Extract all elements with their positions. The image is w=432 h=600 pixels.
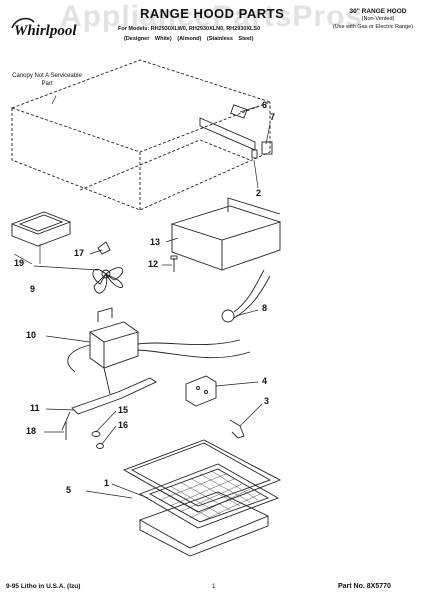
color-label-almond: (Almond) <box>177 36 202 42</box>
color-label-stainless: (Stainless Steel) <box>206 36 254 42</box>
part-label-17: 17 <box>74 248 85 258</box>
brand-name: Whirlpool <box>14 23 77 39</box>
leader-lines <box>13 95 271 499</box>
nut <box>96 443 104 449</box>
part-label-1: 1 <box>104 478 110 488</box>
logo-swirl-icon: Whirlpool <box>11 17 77 39</box>
part-label-15: 15 <box>118 405 129 415</box>
part-label-5: 5 <box>66 485 72 495</box>
canopy-note: Canopy Not A Serviceable Part <box>12 73 82 87</box>
color-variants: (Designer White) (Almond) (Stainless Ste… <box>124 36 253 42</box>
clip <box>229 419 245 439</box>
part-label-12: 12 <box>148 259 159 269</box>
light-housing <box>170 197 282 271</box>
light-switch <box>185 375 217 407</box>
switch-bracket <box>199 104 273 159</box>
part-number: Part No. 8X5770 <box>338 583 391 590</box>
part-label-3: 3 <box>264 396 270 406</box>
part-label-8: 8 <box>262 303 268 313</box>
part-label-10: 10 <box>26 330 37 340</box>
part-label-9: 9 <box>30 284 36 294</box>
fan-blade <box>92 241 124 294</box>
washer <box>91 431 101 437</box>
part-label-11: 11 <box>30 403 40 413</box>
model-list: For Models: RH2930XLW0, RH2930XLN0, RH29… <box>118 26 261 32</box>
page-number: 1 <box>212 583 216 590</box>
part-label-2: 2 <box>256 188 262 198</box>
screw <box>170 255 178 272</box>
part-label-19: 19 <box>14 258 25 268</box>
color-label-white: (Designer White) <box>124 36 172 42</box>
litho-note: 9-95 Litho in U.S.A. (Izu) <box>6 583 81 590</box>
part-label-6: 6 <box>262 100 268 110</box>
canopy-outline <box>10 59 272 211</box>
whirlpool-logo: Whirlpool <box>8 14 96 40</box>
part-label-7: 7 <box>270 112 276 122</box>
part-label-18: 18 <box>26 426 37 436</box>
page-title: RANGE HOOD PARTS <box>140 6 285 21</box>
motor-bracket <box>61 367 157 431</box>
lamp-socket <box>221 269 271 323</box>
product-name: 30" RANGE HOOD <box>349 8 407 15</box>
part-label-4: 4 <box>262 376 268 386</box>
filter-mesh <box>149 468 261 523</box>
watermark-text: AppliancePartsPros <box>60 0 364 33</box>
product-type: (Non-Vented) <box>361 16 395 22</box>
part-label-16: 16 <box>118 420 129 430</box>
switch-cover <box>10 211 72 247</box>
part-label-13: 13 <box>150 237 161 247</box>
product-usage: (Use with Gas or Electric Range) <box>332 24 414 30</box>
